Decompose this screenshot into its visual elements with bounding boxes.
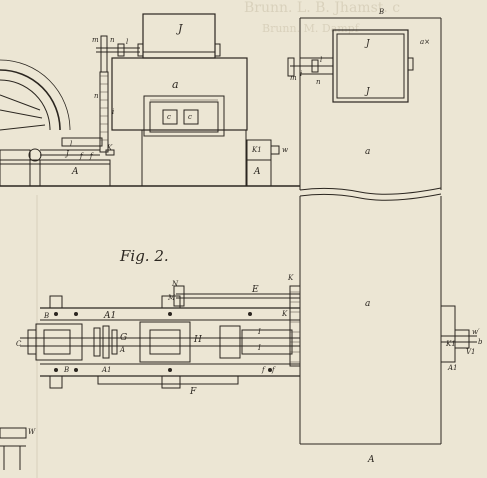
bleed-text-1: Brunn. L. B. Jhamst. c: [244, 0, 400, 16]
label-bot-A1: A1: [103, 311, 116, 321]
label-bot-B2: B: [63, 366, 69, 374]
label-top-n2: n: [94, 92, 99, 100]
plan-view: [287, 17, 442, 201]
label-bot-A1b: A1: [101, 366, 112, 374]
label-top-J: J: [176, 22, 183, 35]
figure-caption: Fig. 2.: [119, 247, 169, 265]
label-top-a: a: [172, 78, 179, 91]
side-block-k1: [246, 139, 280, 187]
label-right-m: m: [290, 74, 297, 82]
label-right-a2: a: [365, 299, 370, 309]
label-bot-K: K: [287, 274, 294, 282]
label-bot-I2: I: [257, 344, 261, 352]
label-top-A2: A: [253, 167, 261, 177]
fragment-bottom-left: [0, 427, 27, 470]
label-bot-A: A: [119, 346, 125, 354]
label-top-l2: l: [70, 140, 72, 148]
label-right-V1: V1: [466, 348, 476, 356]
label-right-ax: a×: [420, 38, 430, 46]
label-right-a: a: [365, 147, 370, 157]
label-top-i: i: [112, 108, 114, 116]
label-right-B: B: [378, 8, 384, 16]
housing-a: [111, 57, 248, 187]
label-bot-K2: K: [281, 310, 288, 318]
label-right-b: b: [478, 338, 483, 346]
label-top-f: f: [79, 152, 84, 160]
label-top-c1: c: [167, 113, 171, 121]
machine-plan: [20, 285, 301, 389]
label-right-i: i: [300, 70, 302, 78]
label-top-c2: c: [188, 113, 192, 121]
flywheel: [0, 59, 71, 162]
label-bot-E: E: [251, 285, 259, 295]
label-bot-H: H: [193, 335, 202, 345]
label-top-K: K: [106, 144, 113, 152]
label-top-n: n: [110, 36, 115, 44]
label-bot-B: B: [43, 312, 49, 320]
label-right-A1: A1: [447, 364, 458, 372]
label-top-J2: J: [64, 150, 70, 158]
label-top-f2: f: [89, 152, 94, 160]
label-right-J: J: [364, 39, 371, 49]
label-bot-f: f: [261, 366, 266, 374]
label-bot-f2: f: [271, 366, 276, 374]
label-bot-M: M: [167, 294, 176, 302]
label-bot-F: F: [189, 387, 197, 397]
label-right-J2: J: [364, 87, 371, 97]
label-right-K1: K1: [445, 340, 456, 348]
label-top-m: m: [92, 36, 99, 44]
label-right-A: A: [367, 455, 375, 465]
label-top-w: w: [282, 146, 288, 154]
upper-shaft: [96, 35, 140, 73]
label-bot-G: G: [120, 333, 127, 343]
label-right-l: l: [320, 56, 322, 64]
label-bot-N: N: [171, 280, 179, 288]
label-bot-I: I: [257, 328, 261, 336]
label-top-l: l: [126, 38, 128, 46]
label-bot-C: C: [16, 340, 22, 348]
label-top-A: A: [71, 167, 79, 177]
bleed-text-2: Brunn. M. Dampf: [262, 22, 360, 35]
label-right-wp: w′: [472, 328, 480, 336]
label-right-n: n: [316, 78, 321, 86]
label-bot-W: W: [28, 428, 36, 436]
label-top-K1: K1: [251, 146, 262, 154]
